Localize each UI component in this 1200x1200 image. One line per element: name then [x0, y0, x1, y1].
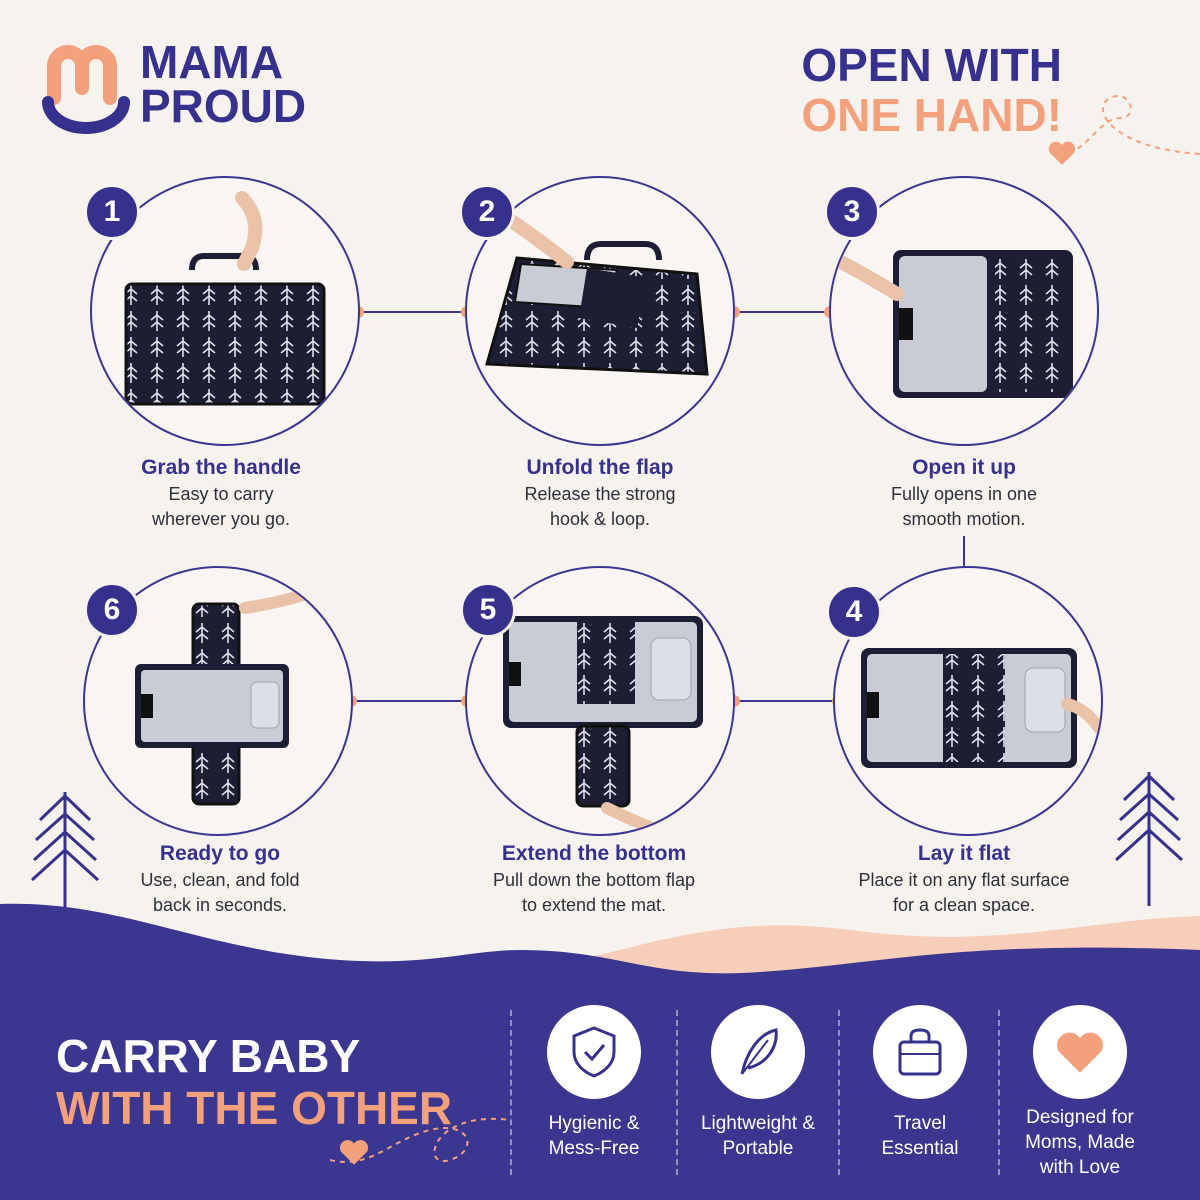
feature-label: Hygienic & Mess-Free [548, 1113, 640, 1159]
step-description: Release the strong hook & loop. [524, 484, 676, 529]
heart-icon [1057, 1032, 1103, 1073]
step-description: Place it on any flat surface for a clean… [858, 870, 1070, 915]
divider [510, 1010, 512, 1175]
tagline-line-1: CARRY BABY [56, 1030, 361, 1082]
step-title: Unfold the flap [526, 456, 674, 479]
open-mat-illustration [834, 250, 1073, 398]
step-1-caption: Grab the handle Easy to carry wherever y… [71, 454, 371, 532]
step-description: Fully opens in one smooth motion. [890, 484, 1038, 529]
step-5-caption: Extend the bottom Pull down the bottom f… [444, 840, 744, 918]
connector-1-2 [358, 311, 468, 313]
connector-5-4 [734, 700, 838, 702]
feature-hygienic: Hygienic & Mess-Free [514, 1005, 674, 1161]
connector-2-3 [734, 311, 830, 313]
divider [676, 1010, 678, 1175]
step-6-image [83, 566, 353, 836]
step-title: Ready to go [159, 842, 281, 865]
feature-label: Lightweight & Portable [700, 1113, 816, 1159]
tree-icon [30, 792, 100, 916]
brand-logo: MAMA PROUD [40, 36, 340, 146]
step-title: Open it up [912, 456, 1016, 479]
step-description: Use, clean, and fold back in seconds. [140, 870, 300, 915]
step-description: Easy to carry wherever you go. [151, 484, 291, 529]
closed-mat-illustration [124, 191, 326, 406]
headline-line-2: ONE HAND! [801, 89, 1062, 141]
unfolding-mat-illustration [485, 211, 709, 376]
dashed-swirl-icon [1060, 95, 1200, 159]
tree-icon [1114, 772, 1184, 906]
brand-line-1: MAMA [140, 36, 284, 88]
brand-name: MAMA PROUD [140, 36, 307, 132]
feature-lightweight: Lightweight & Portable [678, 1005, 838, 1161]
bag-icon [898, 1028, 942, 1076]
step-2-caption: Unfold the flap Release the strong hook … [450, 454, 750, 532]
headline-line-1: OPEN WITH [801, 39, 1062, 91]
logo-mark-icon [42, 45, 130, 134]
step-number-badge: 2 [459, 184, 515, 240]
step-4-caption: Lay it flat Place it on any flat surface… [814, 840, 1114, 918]
feature-label: Designed for Moms, Made with Love [1025, 1107, 1135, 1178]
tagline-line-2: WITH THE OTHER [56, 1082, 453, 1134]
carry-tagline: CARRY BABY WITH THE OTHER [56, 1030, 452, 1134]
step-title: Grab the handle [141, 456, 301, 479]
divider [838, 1010, 840, 1175]
step-number-badge: 4 [826, 584, 882, 640]
step-number-badge: 5 [460, 582, 516, 638]
brand-line-2: PROUD [140, 80, 307, 132]
connector-3-4 [963, 536, 965, 572]
headline: OPEN WITH ONE HAND! [801, 40, 1062, 140]
feature-icon-circle [547, 1005, 641, 1099]
divider [998, 1010, 1000, 1175]
feather-icon [740, 1028, 778, 1075]
connector-6-5 [351, 700, 467, 702]
extend-mat-illustration [503, 616, 703, 834]
step-title: Extend the bottom [501, 842, 687, 865]
step-number-badge: 3 [824, 184, 880, 240]
flat-mat-illustration [861, 648, 1101, 768]
step-6-caption: Ready to go Use, clean, and fold back in… [70, 840, 370, 918]
ready-mat-illustration [135, 582, 331, 806]
step-3-caption: Open it up Fully opens in one smooth mot… [814, 454, 1114, 532]
feature-designed-for-moms: Designed for Moms, Made with Love [1000, 1005, 1160, 1180]
feature-label: Travel Essential [881, 1113, 959, 1159]
feature-travel: Travel Essential [840, 1005, 1000, 1161]
dashed-swirl-icon [330, 1117, 510, 1163]
step-number-badge: 1 [84, 184, 140, 240]
step-description: Pull down the bottom flap to extend the … [492, 870, 696, 915]
feature-icon-circle [711, 1005, 805, 1099]
heart-icon [339, 1140, 369, 1165]
shield-check-icon [572, 1026, 616, 1078]
step-number-badge: 6 [84, 582, 140, 638]
feature-icon-circle [1033, 1005, 1127, 1099]
step-title: Lay it flat [917, 842, 1011, 865]
heart-icon [1048, 141, 1076, 165]
feature-icon-circle [873, 1005, 967, 1099]
